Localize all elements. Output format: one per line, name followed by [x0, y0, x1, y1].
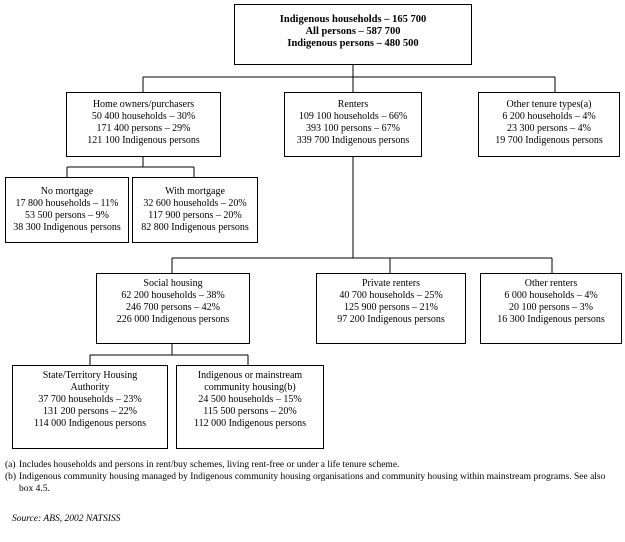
node-line: 393 100 persons – 67% — [306, 123, 400, 134]
footnotes: (a) Includes households and persons in r… — [5, 459, 617, 495]
other-tenure-node: Other tenure types(a) 6 200 households –… — [478, 92, 620, 157]
node-line: 32 600 households – 20% — [143, 198, 247, 209]
node-line: 114 000 Indigenous persons — [33, 418, 147, 429]
node-line: 6 200 households – 4% — [502, 111, 596, 122]
root-node: Indigenous households – 165 700 All pers… — [234, 4, 472, 65]
node-line: 20 100 persons – 3% — [509, 302, 593, 313]
home-owners-node: Home owners/purchasers 50 400 households… — [66, 92, 221, 157]
with-mortgage-node: With mortgage 32 600 households – 20% 11… — [132, 177, 258, 243]
no-mortgage-node: No mortgage 17 800 households – 11% 53 5… — [5, 177, 129, 243]
node-line: 24 500 households – 15% — [198, 394, 302, 405]
state-territory-node: State/Territory Housing Authority 37 700… — [12, 365, 168, 449]
node-title: No mortgage — [40, 186, 94, 197]
node-title: Other renters — [524, 278, 578, 289]
node-line: 62 200 households – 38% — [121, 290, 225, 301]
node-line: 117 900 persons – 20% — [148, 210, 242, 221]
node-line: 171 400 persons – 29% — [96, 123, 191, 134]
node-title: State/Territory Housing — [42, 370, 138, 381]
node-title: Social housing — [143, 278, 203, 289]
node-line: 82 800 Indigenous persons — [141, 222, 249, 233]
renters-node: Renters 109 100 households – 66% 393 100… — [284, 92, 422, 157]
footnote-a-text: Includes households and persons in rent/… — [19, 460, 400, 470]
node-line: 53 500 persons – 9% — [25, 210, 109, 221]
node-title: With mortgage — [165, 186, 225, 197]
footnote-b: (b) Indigenous community housing managed… — [5, 471, 617, 495]
node-line: All persons – 587 700 — [305, 26, 401, 37]
node-line: Indigenous households – 165 700 — [279, 14, 427, 25]
node-line: 246 700 persons – 42% — [126, 302, 220, 313]
indigenous-community-node: Indigenous or mainstream community housi… — [176, 365, 324, 449]
node-title: Authority — [70, 382, 110, 393]
node-line: 112 000 Indigenous persons — [193, 418, 307, 429]
node-line: 6 000 households – 4% — [504, 290, 598, 301]
node-line: Indigenous persons – 480 500 — [287, 38, 419, 49]
node-line: 50 400 households – 30% — [91, 111, 196, 122]
node-line: 131 200 persons – 22% — [43, 406, 137, 417]
node-line: 121 100 Indigenous persons — [87, 135, 200, 146]
node-line: 339 700 Indigenous persons — [296, 135, 410, 146]
node-line: 17 800 households – 11% — [15, 198, 119, 209]
node-line: 97 200 Indigenous persons — [337, 314, 445, 325]
node-line: 19 700 Indigenous persons — [495, 135, 603, 146]
node-title: Home owners/purchasers — [92, 99, 195, 110]
footnote-b-marker: (b) — [5, 472, 17, 482]
footnote-a-marker: (a) — [5, 460, 16, 470]
node-line: 115 500 persons – 20% — [203, 406, 297, 417]
node-title: Renters — [337, 99, 369, 110]
social-housing-node: Social housing 62 200 households – 38% 2… — [96, 273, 250, 344]
node-title: Private renters — [361, 278, 421, 289]
footnote-a: (a) Includes households and persons in r… — [5, 459, 617, 471]
node-line: 109 100 households – 66% — [298, 111, 408, 122]
node-line: 23 300 persons – 4% — [507, 123, 591, 134]
footnote-b-text: Indigenous community housing managed by … — [19, 472, 606, 494]
node-line: 226 000 Indigenous persons — [116, 314, 230, 325]
node-line: 38 300 Indigenous persons — [13, 222, 121, 233]
node-line: 40 700 households – 25% — [339, 290, 443, 301]
node-line: 125 900 persons – 21% — [344, 302, 438, 313]
source-note: Source: ABS, 2002 NATSISS — [12, 514, 121, 524]
private-renters-node: Private renters 40 700 households – 25% … — [316, 273, 466, 344]
node-title: Indigenous or mainstream — [197, 370, 303, 381]
node-line: 37 700 households – 23% — [38, 394, 142, 405]
node-title: Other tenure types(a) — [506, 99, 592, 110]
node-title: community housing(b) — [204, 382, 296, 393]
other-renters-node: Other renters 6 000 households – 4% 20 1… — [480, 273, 622, 344]
node-line: 16 300 Indigenous persons — [497, 314, 605, 325]
